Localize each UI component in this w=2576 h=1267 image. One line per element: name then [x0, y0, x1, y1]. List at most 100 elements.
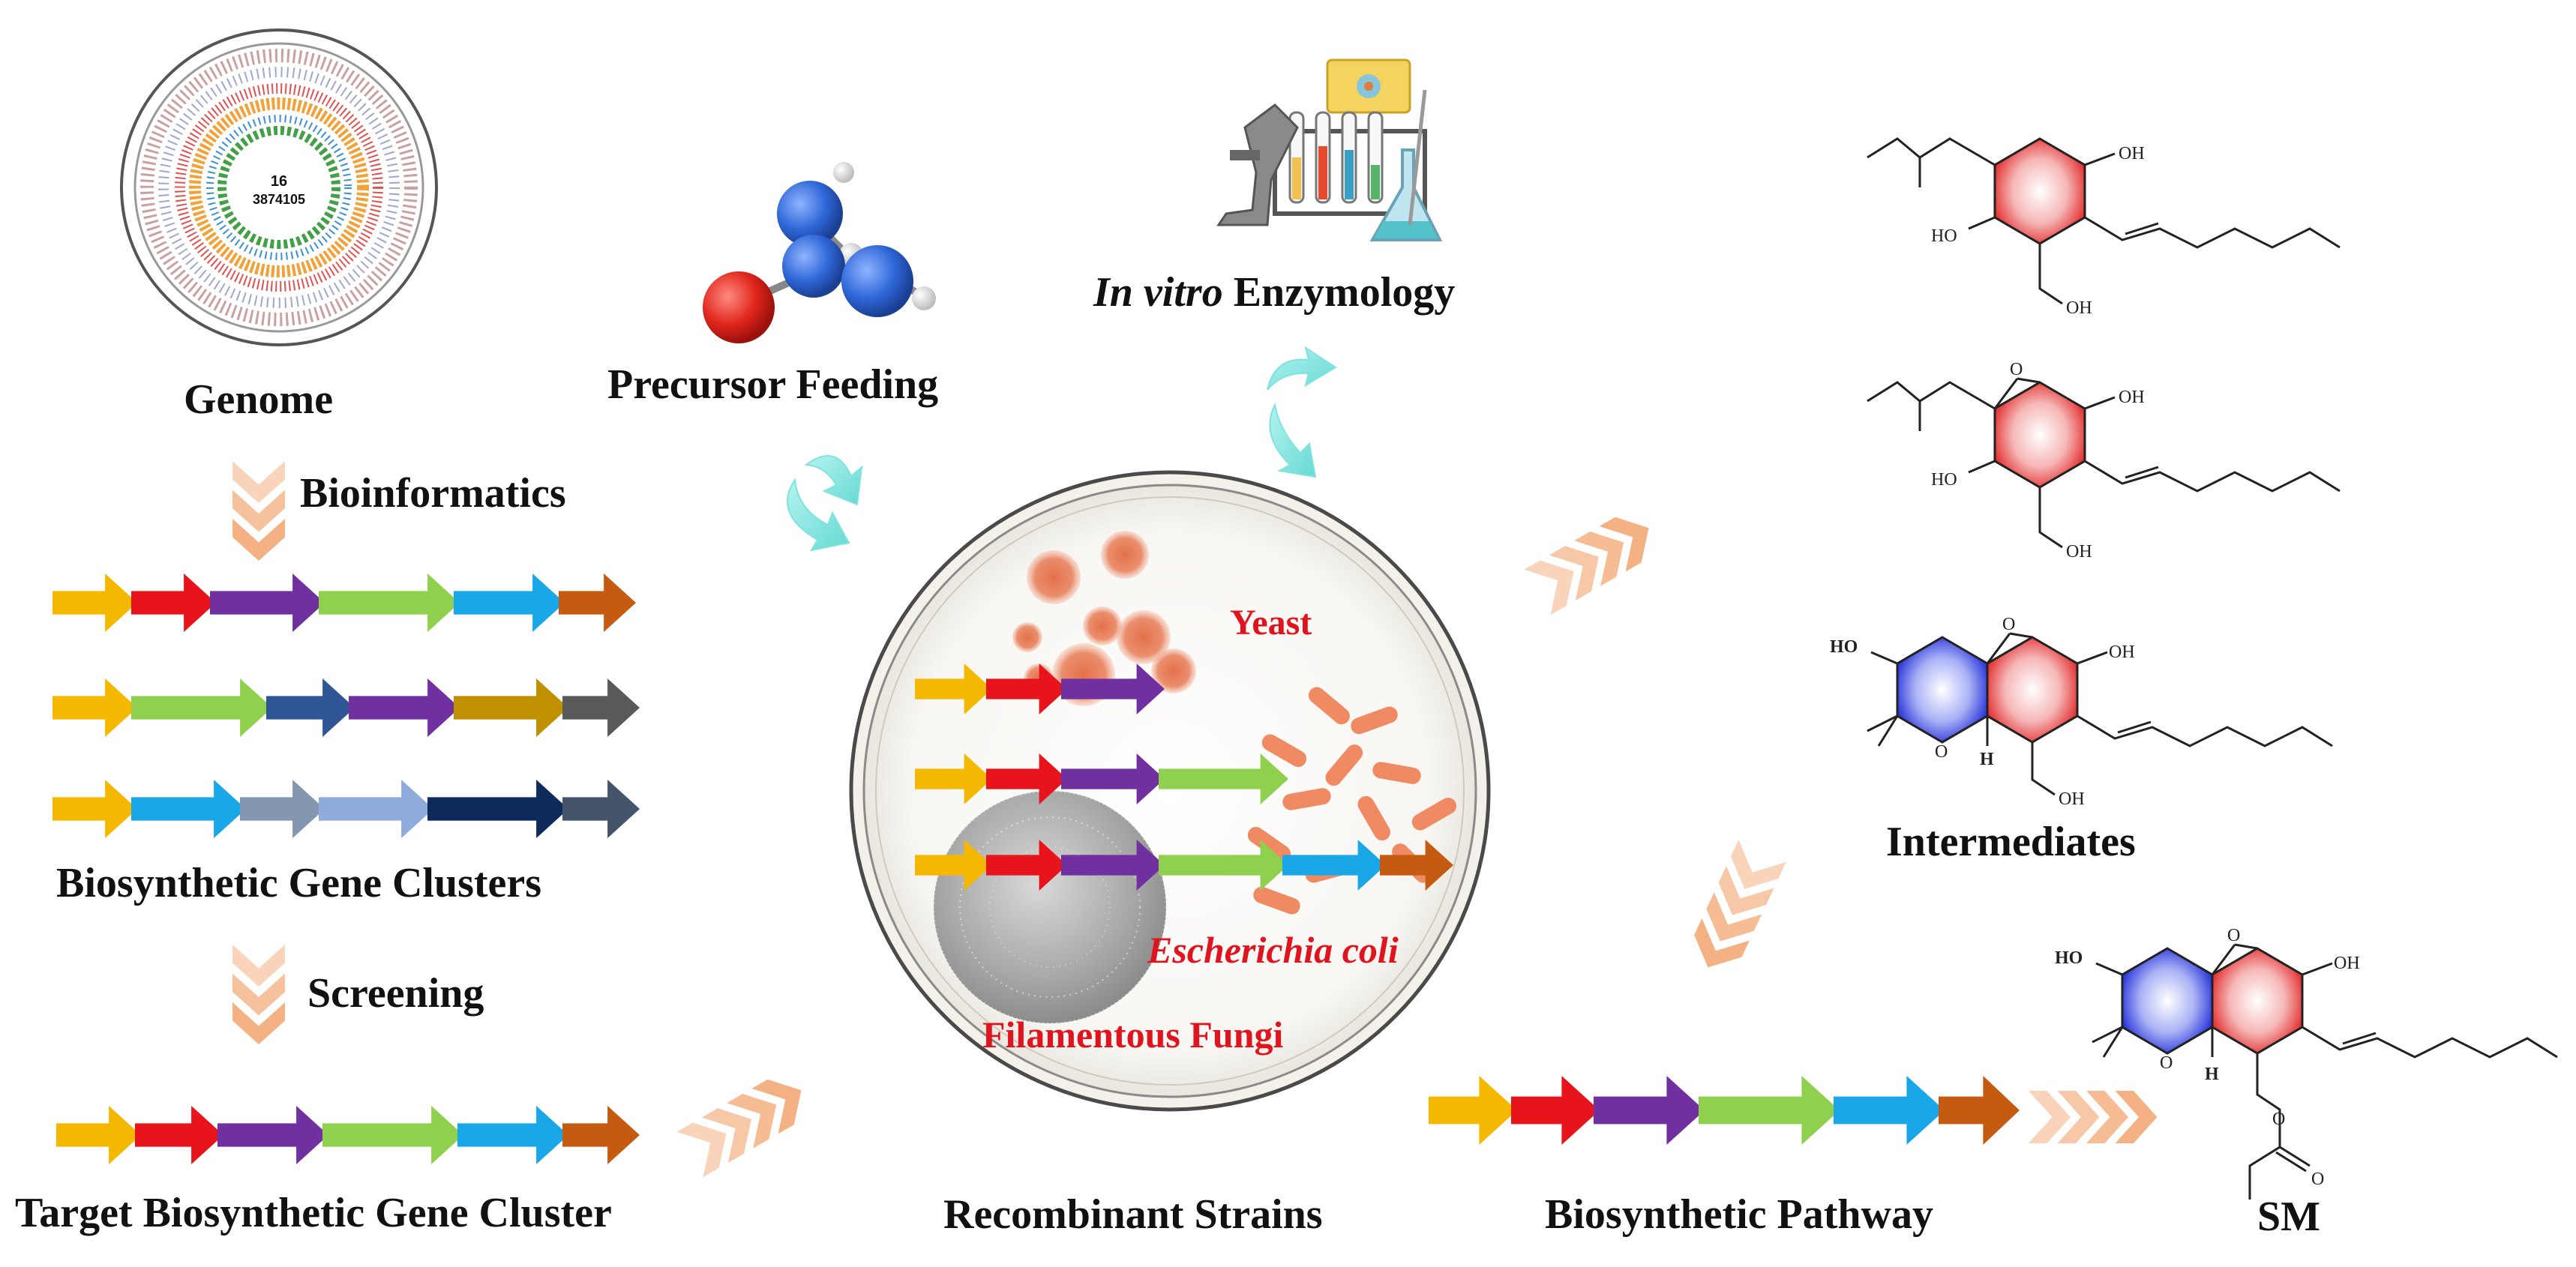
bgc-label: Biosynthetic Gene Clusters [56, 860, 542, 906]
yeast-label: Yeast [1230, 603, 1312, 642]
ho-label: HO [1931, 226, 1957, 246]
o-label: O [2010, 360, 2023, 379]
gene-arrow [266, 678, 355, 737]
gene-arrow [1429, 1076, 1517, 1145]
gene-arrow [986, 663, 1067, 714]
gene-arrow [454, 574, 565, 632]
oh-label: OH [2119, 388, 2145, 407]
recombinant-strains-label: Recombinant Strains [943, 1191, 1323, 1238]
gene-arrow [457, 1106, 568, 1164]
sm-label: SM [2257, 1194, 2320, 1240]
gene-arrow [454, 678, 568, 737]
in-vitro-enzymology-label: In vitro Enzymology [1093, 271, 1455, 313]
ho-label: HO [1830, 637, 1858, 657]
gene-arrow [52, 678, 137, 737]
gene-arrow [915, 663, 992, 714]
ho-label: HO [2055, 948, 2083, 968]
cycle-arrow-precursor [787, 455, 863, 552]
sm-structure [2092, 943, 2558, 1200]
biosynthetic-pathway-label: Biosynthetic Pathway [1545, 1191, 1933, 1238]
gene-arrow [131, 678, 272, 737]
gene-arrow [135, 1106, 223, 1164]
gene-arrow [349, 678, 460, 737]
intermediate-structure-3 [1867, 632, 2333, 796]
o-label: O [1935, 742, 1948, 762]
target-bgc-label: Target Biosynthetic Gene Cluster [15, 1190, 612, 1236]
flow-arrows [232, 461, 2158, 1178]
gene-arrow [562, 678, 640, 737]
gene-arrow [1061, 840, 1165, 891]
gene-arrow [1380, 840, 1453, 891]
gene-arrow [1699, 1076, 1840, 1145]
gene-arrow [915, 840, 992, 891]
gene-arrow [52, 574, 137, 632]
flow-arrow-to-intermediates [1524, 517, 1649, 616]
intermediates-label: Intermediates [1886, 819, 2136, 865]
gene-arrow [322, 1106, 463, 1164]
gene-arrow [427, 780, 568, 838]
gene-arrow [1061, 753, 1165, 804]
intermediate-structure-2 [1867, 377, 2341, 549]
filamentous-fungi-label: Filamentous Fungi [982, 1014, 1284, 1056]
gene-arrow [1159, 753, 1288, 804]
screening-label: Screening [307, 970, 484, 1017]
gene-arrow [56, 1106, 141, 1164]
oh-label: OH [2119, 144, 2145, 163]
flow-arrow-to-strains [676, 1079, 802, 1178]
gene-arrow [240, 780, 325, 838]
gene-arrow [1594, 1076, 1705, 1145]
cycle-arrow-enzymology [1267, 346, 1337, 478]
o-label: O [2160, 1053, 2173, 1073]
gene-arrow [319, 780, 433, 838]
o-label: O [2272, 1110, 2285, 1129]
flow-arrow-screening [232, 945, 285, 1044]
gene-arrow [986, 753, 1067, 804]
precursor-molecule-icon [703, 162, 936, 343]
genome-map-icon: 16 3874105 [120, 28, 438, 346]
oh-label: OH [2334, 954, 2360, 973]
gene-arrow [562, 1106, 640, 1164]
gene-arrow [562, 780, 640, 838]
gene-arrow [131, 574, 216, 632]
intermediate-structure-1-labels: OH HO OH [1931, 144, 2145, 318]
oh-label: OH [2109, 642, 2135, 662]
gene-arrow [217, 1106, 328, 1164]
gene-arrow [1282, 840, 1386, 891]
gene-arrow [210, 574, 325, 632]
intermediate-structure-3-labels: HO O OH O H OH [1830, 615, 2135, 809]
intermediate-structure-2-labels: O OH HO OH [1931, 360, 2145, 562]
h-label: H [1980, 750, 1994, 769]
genome-map-center-top: 16 [271, 173, 287, 190]
flow-arrow-to-sm [2029, 1091, 2158, 1143]
genome-map-center-bottom: 3874105 [253, 192, 305, 207]
gene-arrow [986, 840, 1067, 891]
in-vitro-text: In vitro [1093, 269, 1223, 316]
gene-arrow [1159, 840, 1288, 891]
gene-arrow [1834, 1076, 1945, 1145]
oh-label: OH [2066, 542, 2092, 562]
flow-arrow-bioinformatics [232, 461, 285, 561]
genome-label: Genome [184, 376, 334, 423]
o-label: O [2311, 1170, 2324, 1189]
oh-label: OH [2066, 298, 2092, 318]
gene-arrow [319, 574, 460, 632]
gene-arrow [559, 574, 636, 632]
intermediate-structure-1 [1867, 137, 2341, 305]
flow-arrow-to-pathway [1694, 840, 1786, 968]
sm-structure-labels: HO O OH O H O O [2055, 926, 2360, 1189]
gene-arrow [1061, 663, 1165, 714]
o-label: O [2002, 615, 2015, 634]
gene-arrow [1939, 1076, 2020, 1145]
precursor-feeding-label: Precursor Feeding [607, 361, 939, 408]
ecoli-label: Escherichia coli [1147, 929, 1399, 971]
gene-arrow [1511, 1076, 1600, 1145]
h-label: H [2205, 1065, 2219, 1084]
gene-arrow [915, 753, 992, 804]
filamentous-fungi-colony [932, 789, 1168, 1025]
gene-cluster-rows [52, 574, 2020, 1164]
gene-arrow [131, 780, 246, 838]
enzymology-text: Enzymology [1222, 269, 1456, 316]
oh-label: OH [2059, 789, 2085, 809]
